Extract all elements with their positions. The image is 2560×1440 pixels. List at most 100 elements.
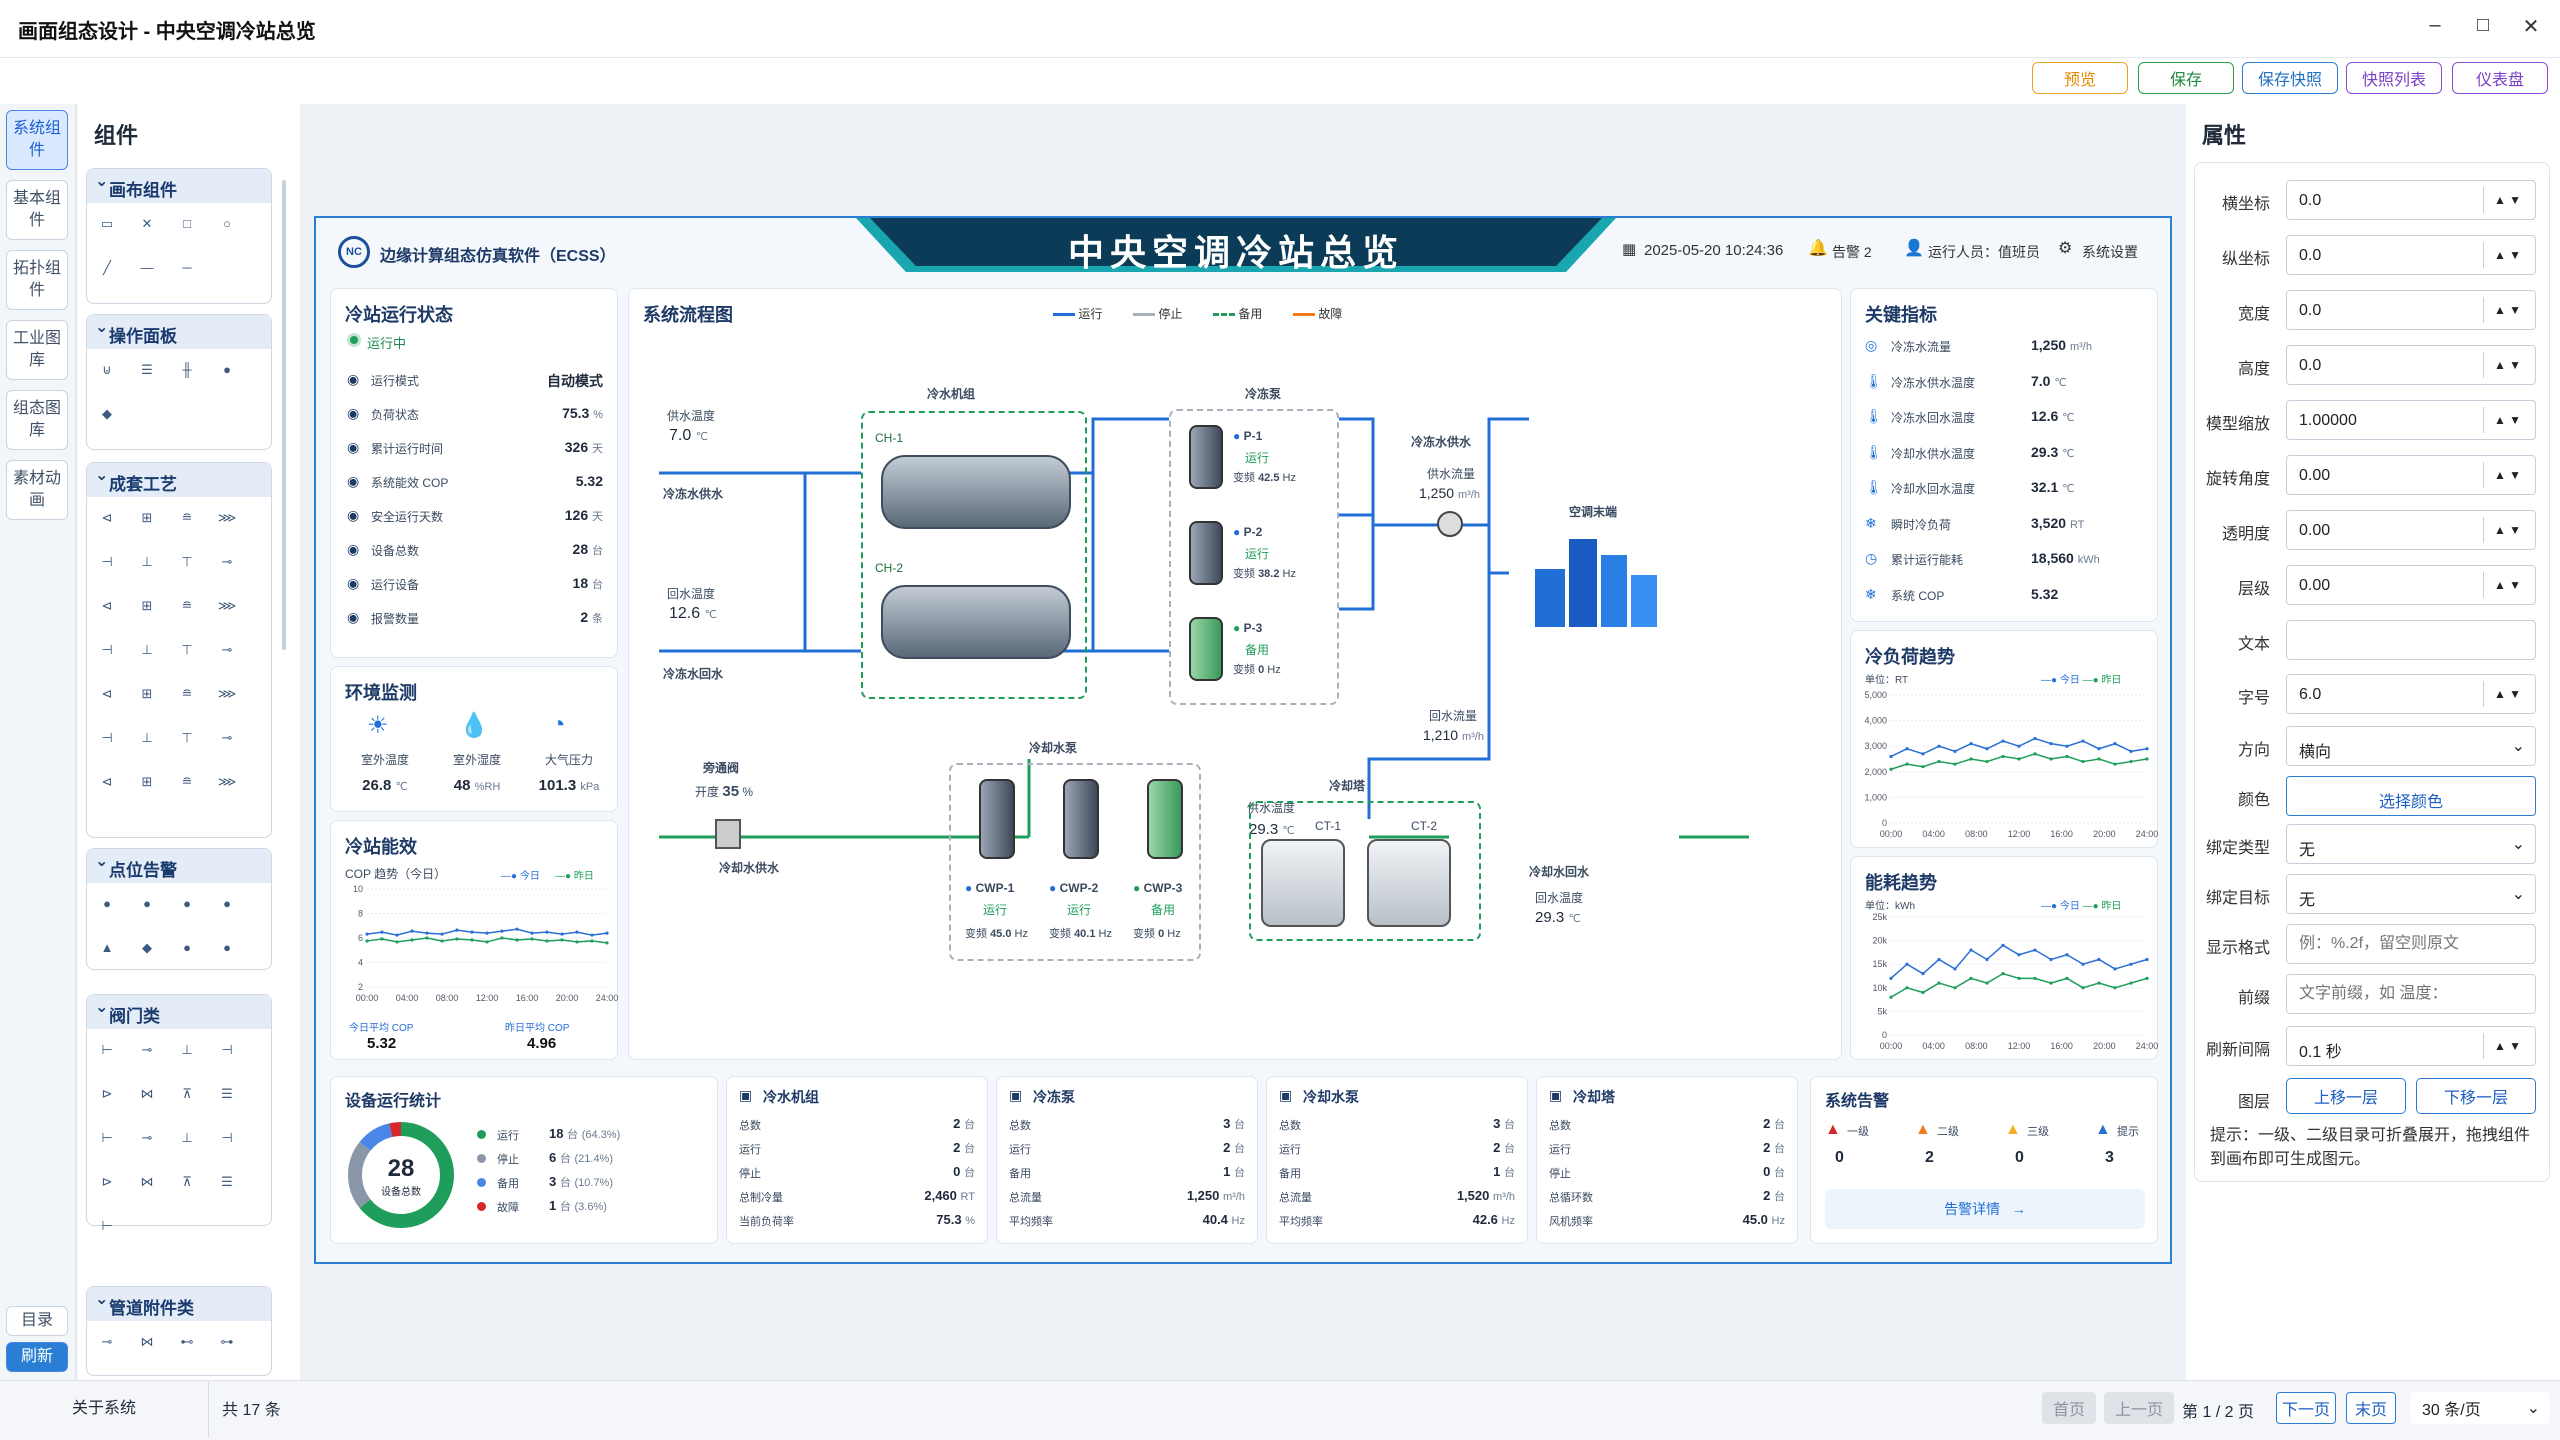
chw-pump-icon[interactable] [1189,425,1223,489]
bind-target-select[interactable]: 无⌄ [2286,874,2536,914]
bell-icon[interactable]: 🔔 [1808,240,1828,257]
rail-topology-components[interactable]: 拓扑组件 [6,250,68,310]
cw-pump-icon[interactable] [1063,779,1099,859]
component-icon[interactable]: ☰ [221,1086,233,1101]
close-button[interactable]: ✕ [2522,16,2540,38]
component-icon[interactable]: ⊲ [101,686,113,701]
chw-pump-icon[interactable] [1189,617,1223,681]
component-icon[interactable]: ⊤ [181,642,193,657]
filter-icon[interactable]: ⋈ [140,1334,154,1349]
text-widget-icon[interactable]: ✕ [141,216,153,231]
component-icon[interactable]: ⊸ [221,730,233,745]
component-icon[interactable]: ⊥ [141,642,153,657]
refresh-interval-input[interactable]: 0.1 秒▲ ▼ [2286,1026,2536,1066]
component-icon[interactable]: ▲ [100,940,114,955]
switch-icon[interactable]: ╫ [182,362,192,377]
cooling-tower-2-icon[interactable] [1367,839,1451,927]
save-snapshot-button[interactable]: 保存快照 [2242,62,2338,94]
design-canvas[interactable]: NC 边缘计算组态仿真软件（ECSS） 中央空调冷站总览 ▦ 2025-05-2… [314,216,2172,1264]
hline-widget-icon[interactable]: — [140,260,154,275]
preview-button[interactable]: 预览 [2032,62,2128,94]
flange-icon[interactable]: ⊸ [101,1334,113,1349]
alarm-detail-button[interactable]: 告警详情 → [1825,1189,2145,1229]
rail-catalog-button[interactable]: 目录 [6,1306,68,1336]
dash-widget-icon[interactable]: ─ [182,260,192,275]
rail-system-components[interactable]: 系统组件 [6,110,68,170]
prop-spinbox[interactable]: 1.00000▲ ▼ [2286,400,2536,440]
component-icon[interactable]: ⊥ [141,730,153,745]
component-icon[interactable]: ⊥ [141,554,153,569]
component-icon[interactable]: ⊣ [221,1130,233,1145]
component-icon[interactable]: ⋙ [217,774,237,789]
component-icon[interactable]: ⊸ [141,1042,153,1057]
bind-type-select[interactable]: 无⌄ [2286,824,2536,864]
rail-config-library[interactable]: 组态图库 [6,390,68,450]
first-page-button[interactable]: 首页 [2042,1392,2096,1424]
lamp-icon[interactable]: ◆ [102,406,112,421]
prop-spinbox[interactable]: 0.0▲ ▼ [2286,290,2536,330]
reducer-icon[interactable]: ⊷ [180,1334,194,1349]
rail-refresh-button[interactable]: 刷新 [6,1342,68,1372]
format-input[interactable] [2286,924,2536,964]
component-icon[interactable]: ⊸ [141,1130,153,1145]
component-icon[interactable]: ⊲ [101,774,113,789]
rail-industrial-library[interactable]: 工业图库 [6,320,68,380]
cw-pump-icon[interactable] [979,779,1015,859]
group-header[interactable]: 管道附件类 [87,1287,271,1321]
move-down-layer-button[interactable]: 下移一层 [2416,1078,2536,1114]
slider-icon[interactable]: ☰ [141,362,153,377]
component-icon[interactable]: ⊞ [141,686,153,701]
rect-widget-icon[interactable]: □ [183,216,191,231]
chiller-2-icon[interactable] [881,585,1071,659]
prev-page-button[interactable]: 上一页 [2104,1392,2174,1424]
component-icon[interactable]: ⊥ [181,1042,193,1057]
rail-basic-components[interactable]: 基本组件 [6,180,68,240]
component-icon[interactable]: ⊞ [141,774,153,789]
font-size-input[interactable]: 6.0▲ ▼ [2286,674,2536,714]
choose-color-button[interactable]: 选择颜色 [2286,776,2536,816]
circle-widget-icon[interactable]: ○ [223,216,231,231]
next-page-button[interactable]: 下一页 [2276,1392,2336,1424]
component-icon[interactable]: ● [223,940,231,955]
component-icon[interactable]: ≘ [181,598,193,613]
component-icon[interactable]: ⊣ [101,554,113,569]
component-icon[interactable]: ⊸ [221,554,233,569]
component-icon[interactable]: ≘ [181,686,193,701]
coupling-icon[interactable]: ⊶ [220,1334,234,1349]
component-icon[interactable]: ⊤ [181,730,193,745]
about-system-link[interactable]: 关于系统 [72,1400,137,1417]
dashboard-button[interactable]: 仪表盘 [2452,62,2548,94]
component-icon[interactable]: ☰ [221,1174,233,1189]
component-icon[interactable]: ⋙ [217,598,237,613]
component-icon[interactable]: ● [183,940,191,955]
last-page-button[interactable]: 末页 [2346,1392,2396,1424]
flowmeter-icon[interactable] [1437,511,1463,537]
button-widget-icon[interactable]: ▭ [100,216,114,231]
line-widget-icon[interactable]: ╱ [103,260,111,275]
prop-spinbox[interactable]: 0.0▲ ▼ [2286,180,2536,220]
component-icon[interactable]: ⊳ [101,1174,113,1189]
page-size-select[interactable]: 30 条/页⌄ [2410,1392,2550,1424]
component-icon[interactable]: ● [183,896,191,911]
prop-spinbox[interactable]: 0.00▲ ▼ [2286,565,2536,605]
save-button[interactable]: 保存 [2138,62,2234,94]
maximize-button[interactable]: □ [2476,14,2490,36]
component-icon[interactable]: ⊣ [221,1042,233,1057]
prop-spinbox[interactable]: 0.0▲ ▼ [2286,235,2536,275]
component-icon[interactable]: ⊤ [181,554,193,569]
component-icon[interactable]: ⊢ [101,1042,113,1057]
component-icon[interactable]: ⊞ [141,510,153,525]
component-icon[interactable]: ≘ [181,510,193,525]
component-icon[interactable]: ● [103,896,111,911]
group-header[interactable]: 成套工艺 [87,463,271,497]
group-header[interactable]: 阀门类 [87,995,271,1029]
minimize-button[interactable]: – [2429,14,2441,36]
rail-material-animation[interactable]: 素材动画 [6,460,68,520]
component-icon[interactable]: ⊸ [221,642,233,657]
cw-pump-icon[interactable] [1147,779,1183,859]
group-header[interactable]: 画布组件 [87,169,271,203]
component-scrollbar[interactable] [282,180,286,650]
gear-icon[interactable]: ⚙ [2058,240,2073,257]
header-settings[interactable]: 系统设置 [2082,244,2138,260]
component-icon[interactable]: ⊢ [101,1130,113,1145]
